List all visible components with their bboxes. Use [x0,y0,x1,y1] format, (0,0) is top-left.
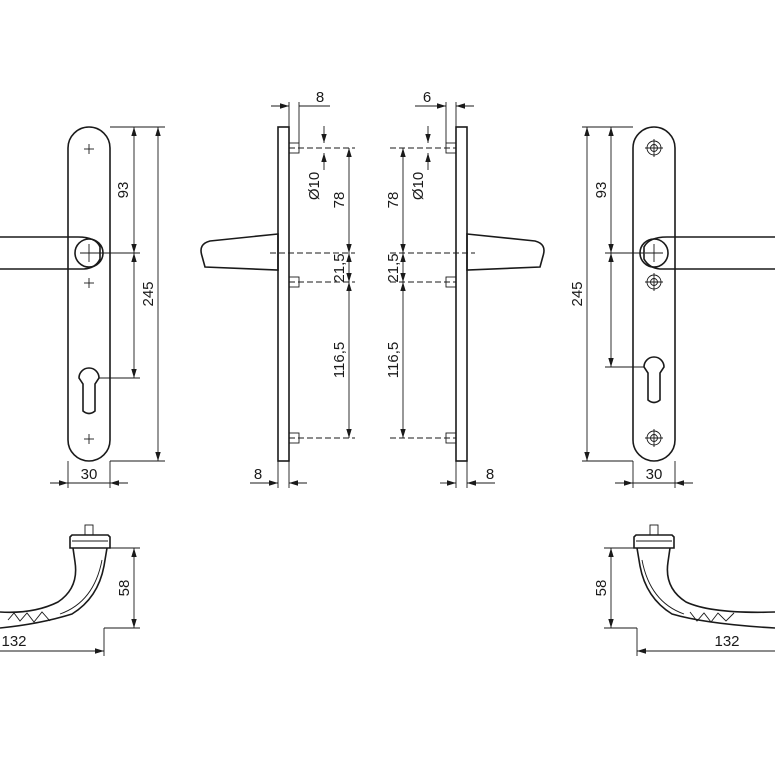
dim-total-height-left: 245 [140,281,157,306]
dim-upper-spacing-right: 78 [385,192,402,209]
lever-profile [666,547,775,614]
dim-plate-thickness-right: 8 [486,466,494,483]
backplate-outline [632,126,676,462]
handle-side [200,233,279,271]
side-view-left: 8 Ø10 78 21,5 116,5 8 [200,89,355,488]
screw-head-icon [645,429,663,447]
dim-hole-dia-right: Ø10 [410,172,427,200]
lever-top-view-right: 58 132 [593,524,775,656]
dim-top-to-handle-left: 93 [115,182,132,199]
keyhole-cutout [78,367,100,415]
dim-hole-dia-left: Ø10 [306,172,323,200]
dim-offset-top-left: 8 [316,89,324,106]
dim-upper-spacing-left: 78 [331,192,348,209]
keyhole-cutout [643,356,665,404]
dim-lower-spacing-right: 116,5 [385,342,402,378]
dim-middle-spacing-left: 21,5 [331,253,348,282]
rose-section [69,534,111,549]
lever-top-view-left: 58 132 [0,524,140,656]
front-view-left: 93 245 30 [0,126,165,488]
dim-width-left: 30 [81,466,98,483]
screw-head-icon [645,139,663,157]
dim-width-right: 30 [646,466,663,483]
dim-top-to-handle-right: 93 [593,182,610,199]
backplate-outline [67,126,111,462]
dim-lever-projection-left: 132 [1,633,26,650]
dim-lever-height-left: 58 [116,580,133,597]
side-plate [455,126,468,462]
side-plate [277,126,290,462]
dim-total-height-right: 245 [569,281,586,306]
handle-side [466,233,545,271]
dim-lower-spacing-left: 116,5 [331,342,348,378]
lever-profile [636,547,775,629]
dim-plate-thickness-left: 8 [254,466,262,483]
screw-mark-icon [84,144,94,154]
side-view-right: 6 Ø10 78 21,5 116,5 8 [385,89,545,488]
lever-profile [0,547,77,614]
rose-section [633,534,675,549]
screw-head-icon [645,273,663,291]
front-view-right: 93 245 30 [569,126,775,488]
dim-offset-top-right: 6 [423,89,431,106]
lever-profile [0,547,108,629]
dim-middle-spacing-right: 21,5 [385,253,402,282]
dim-lever-projection-right: 132 [714,633,739,650]
dim-lever-height-right: 58 [593,580,610,597]
